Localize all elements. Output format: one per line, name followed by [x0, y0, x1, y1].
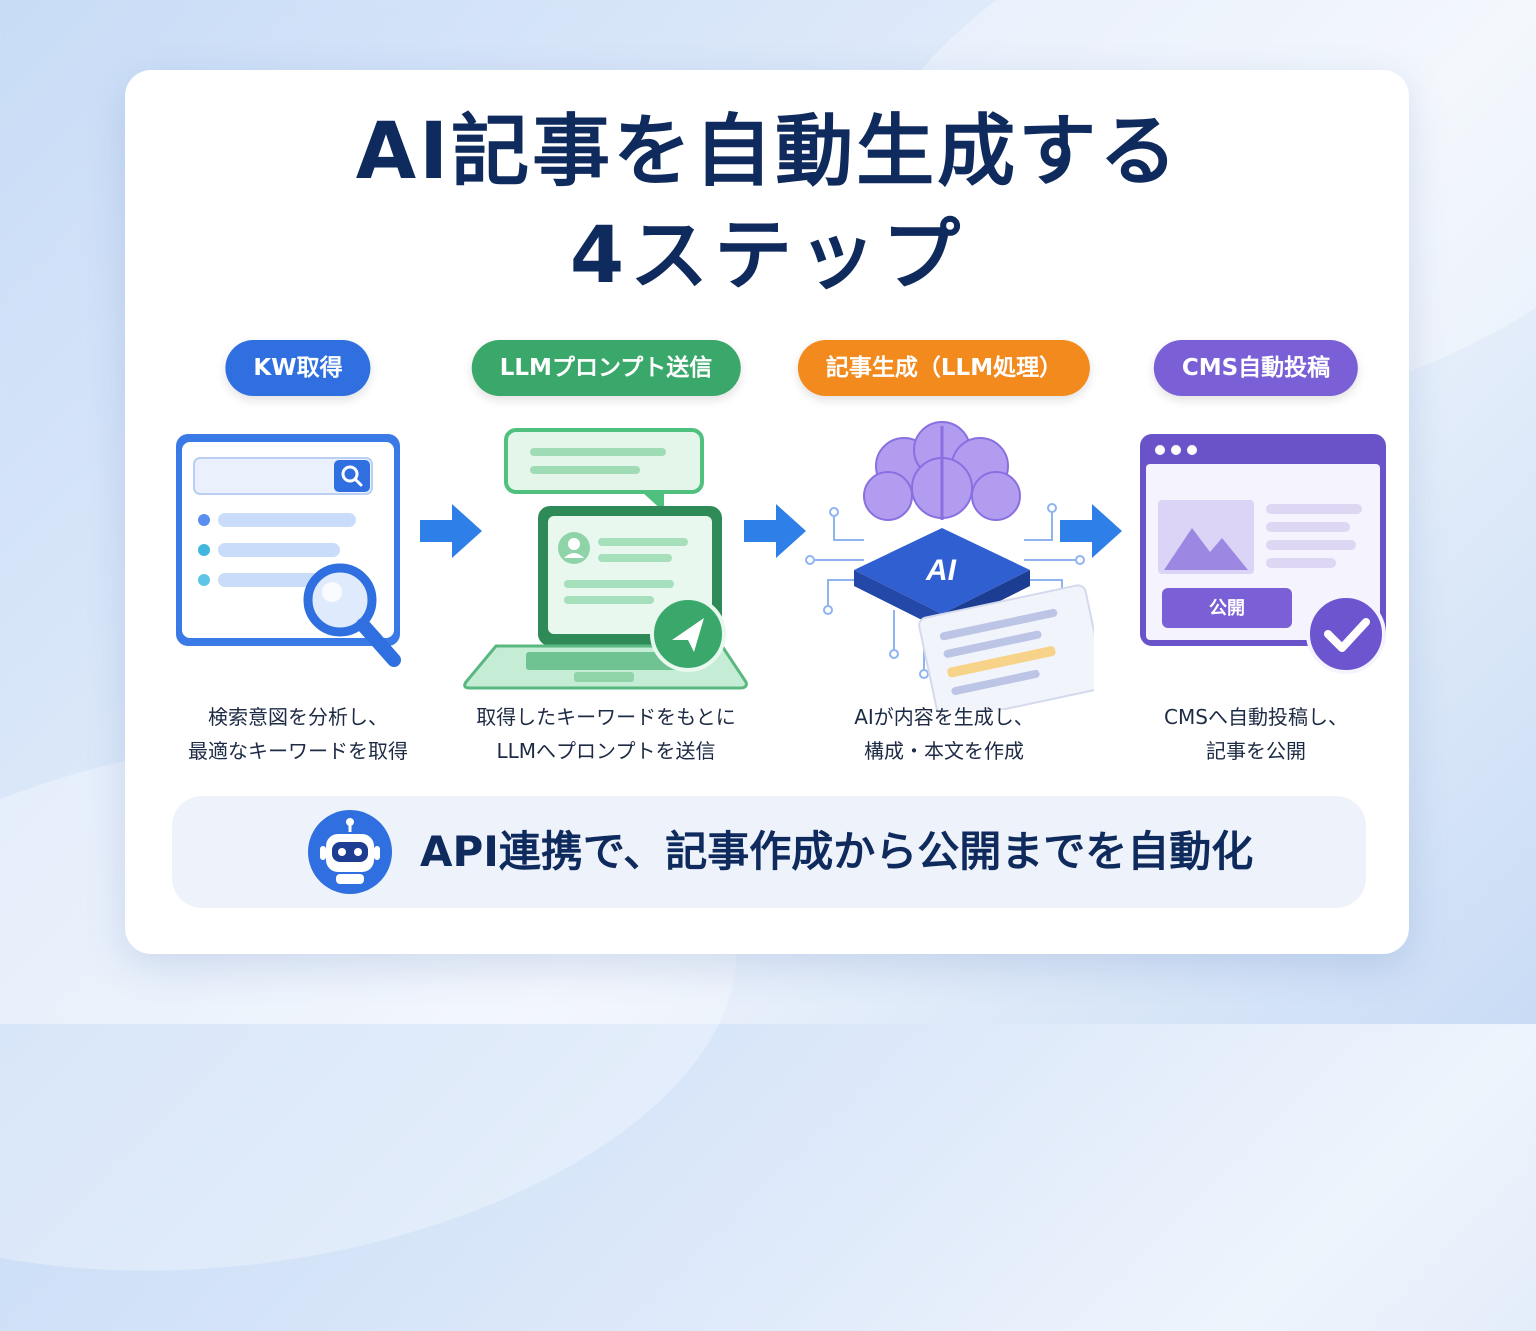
step-generate: 記事生成（LLM処理） AI — [794, 340, 1094, 770]
step-label: KW取得 — [225, 340, 371, 396]
step-publish: CMS自動投稿 公開 CMSへ自動投稿し、 記事を公開 — [1106, 340, 1406, 770]
footer-text: API連携で、記事作成から公開までを自動化 — [420, 827, 1254, 876]
chip-label: AI — [925, 554, 957, 587]
footer-banner: API連携で、記事作成から公開までを自動化 — [172, 796, 1366, 908]
arrow-right-icon — [744, 504, 806, 558]
publish-button: 公開 — [1209, 598, 1245, 619]
step-label: 記事生成（LLM処理） — [797, 340, 1091, 396]
step-kw: KW取得 検索意図を分析し、 最適なキーワードを取得 — [148, 340, 448, 770]
page-subtitle: 4ステップ — [569, 211, 967, 301]
step-description: AIが内容を生成し、 構成・本文を作成 — [854, 705, 1034, 763]
arrow-right-icon — [1060, 504, 1122, 558]
ai-brain-chip-icon: AI — [805, 421, 1094, 710]
step-description: CMSへ自動投稿し、 記事を公開 — [1164, 705, 1348, 763]
step-prompt: LLMプロンプト送信 取得したキーワードをもとに LLMへプロンプトを送信 — [456, 340, 756, 770]
page-title: AI記事を自動生成する — [355, 107, 1181, 197]
browser-publish-icon: 公開 — [1140, 434, 1386, 674]
step-label: LLMプロンプト送信 — [471, 340, 741, 396]
laptop-send-icon — [463, 428, 748, 690]
arrow-right-icon — [420, 504, 482, 558]
step-description: 取得したキーワードをもとに LLMへプロンプトを送信 — [476, 705, 736, 763]
search-window-icon — [176, 434, 401, 667]
robot-icon — [308, 810, 392, 894]
step-description: 検索意図を分析し、 最適なキーワードを取得 — [188, 705, 408, 763]
step-label: CMS自動投稿 — [1153, 340, 1359, 396]
